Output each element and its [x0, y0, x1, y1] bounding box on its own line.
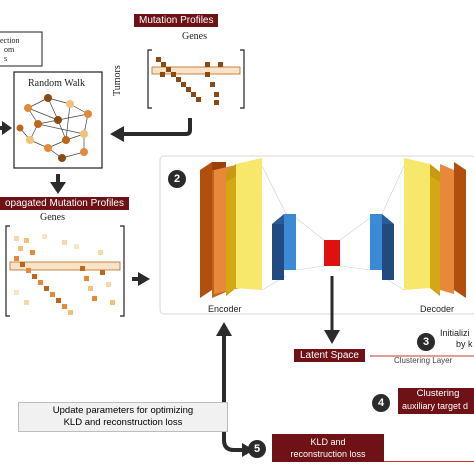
decoder-label: Decoder	[420, 304, 455, 314]
genes-label-bottom: Genes	[40, 212, 65, 223]
arrow-walk-down	[50, 174, 66, 194]
arrow-feedback	[216, 322, 254, 457]
step3-line2: by k	[456, 339, 473, 349]
latent-space-label: Latent Space	[294, 349, 365, 362]
arrow-to-autoencoder	[132, 272, 150, 286]
update-line1: Update parameters for optimizing	[52, 405, 194, 416]
tumors-label: Tumors	[112, 65, 123, 96]
step5-line1: KLD and	[310, 437, 346, 447]
step-3-badge: 3	[417, 333, 435, 351]
step5-underline	[384, 461, 474, 462]
step-2-badge: 2	[168, 170, 186, 188]
step5-line2: reconstruction loss	[290, 449, 366, 459]
step4-line1: Clustering	[416, 388, 460, 399]
propagated-matrix	[5, 225, 125, 317]
step5-box: KLD and reconstruction loss	[272, 434, 384, 462]
step4-box: Clustering auxiliary target d	[398, 388, 474, 414]
network-nodes	[16, 94, 92, 162]
clustering-layer-label: Clustering Layer	[394, 356, 453, 365]
step-5-badge: 5	[248, 440, 266, 458]
update-params-box: Update parameters for optimizing KLD and…	[18, 402, 228, 432]
random-walk-title: Random Walk	[28, 78, 86, 89]
top-left-text-3: s	[4, 54, 8, 63]
mutation-profiles-header: Mutation Profiles	[134, 14, 219, 27]
top-left-text-2: om	[4, 45, 15, 54]
propagated-header: opagated Mutation Profiles	[0, 197, 129, 210]
step-4-badge: 4	[372, 394, 390, 412]
top-left-text-1: ection	[0, 36, 20, 45]
arrow-left-into-walk	[0, 121, 12, 135]
update-line2: KLD and reconstruction loss	[63, 417, 183, 428]
mutation-matrix	[147, 49, 245, 109]
step4-line2: auxiliary target d	[402, 401, 469, 411]
step3-line1: Initializi	[440, 328, 470, 338]
genes-label-top: Genes	[182, 31, 207, 42]
arrow-matrix-to-walk	[110, 118, 192, 142]
autoencoder-network	[200, 158, 466, 298]
arrow-to-latent	[324, 276, 340, 344]
encoder-label: Encoder	[208, 304, 242, 314]
